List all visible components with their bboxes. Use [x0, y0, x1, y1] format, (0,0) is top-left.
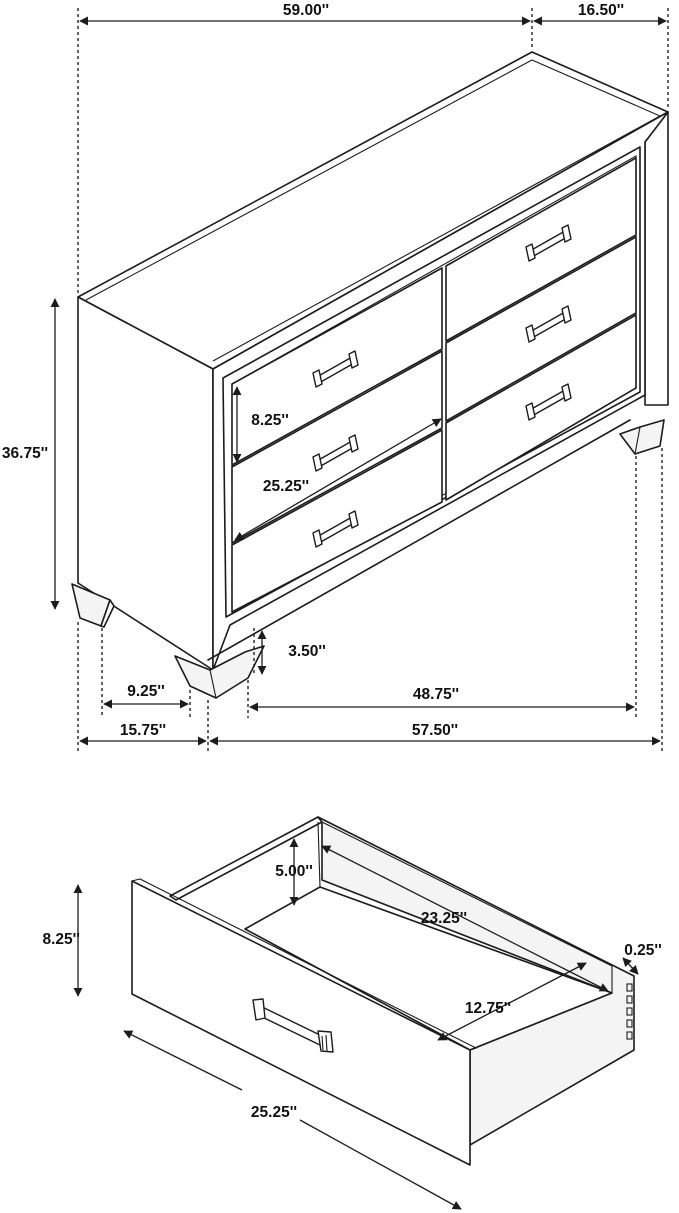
- dresser-legs: [71, 419, 665, 699]
- drawer-pull-icon: [252, 998, 334, 1053]
- label-front-length: 57.50'': [412, 722, 458, 739]
- dimension-lines: [50, 16, 667, 746]
- drawer-back: [169, 816, 323, 901]
- drawer-dimension-lines: [73, 838, 639, 1210]
- label-box-height: 8.25'': [42, 931, 80, 948]
- dresser-illustration: [71, 51, 669, 699]
- label-inner-length: 23.25'': [421, 910, 467, 927]
- label-inner-width: 12.75'': [465, 1000, 511, 1017]
- label-drawer-height: 8.25'': [251, 412, 289, 429]
- label-front-width: 25.25'': [251, 1104, 297, 1121]
- drawer-front: [131, 880, 471, 1166]
- label-width: 59.00'': [283, 2, 329, 19]
- label-inner-depth: 5.00'': [275, 863, 313, 880]
- dimension-labels: 59.00'' 16.50'' 36.75'' 8.25'' 25.25'' 3…: [2, 2, 662, 1121]
- label-thickness: 0.25'': [624, 942, 662, 959]
- label-depth: 16.50'': [578, 2, 624, 19]
- label-leg-width: 9.25'': [127, 683, 165, 700]
- drawer-illustration: [131, 816, 635, 1166]
- label-leg-spacing: 48.75'': [413, 686, 459, 703]
- label-height: 36.75'': [2, 445, 48, 462]
- extension-lines: [77, 8, 669, 752]
- label-clearance: 3.50'': [288, 643, 326, 660]
- label-side-length: 15.75'': [120, 722, 166, 739]
- label-drawer-width: 25.25'': [263, 478, 309, 495]
- dovetail-icon: [626, 983, 633, 1040]
